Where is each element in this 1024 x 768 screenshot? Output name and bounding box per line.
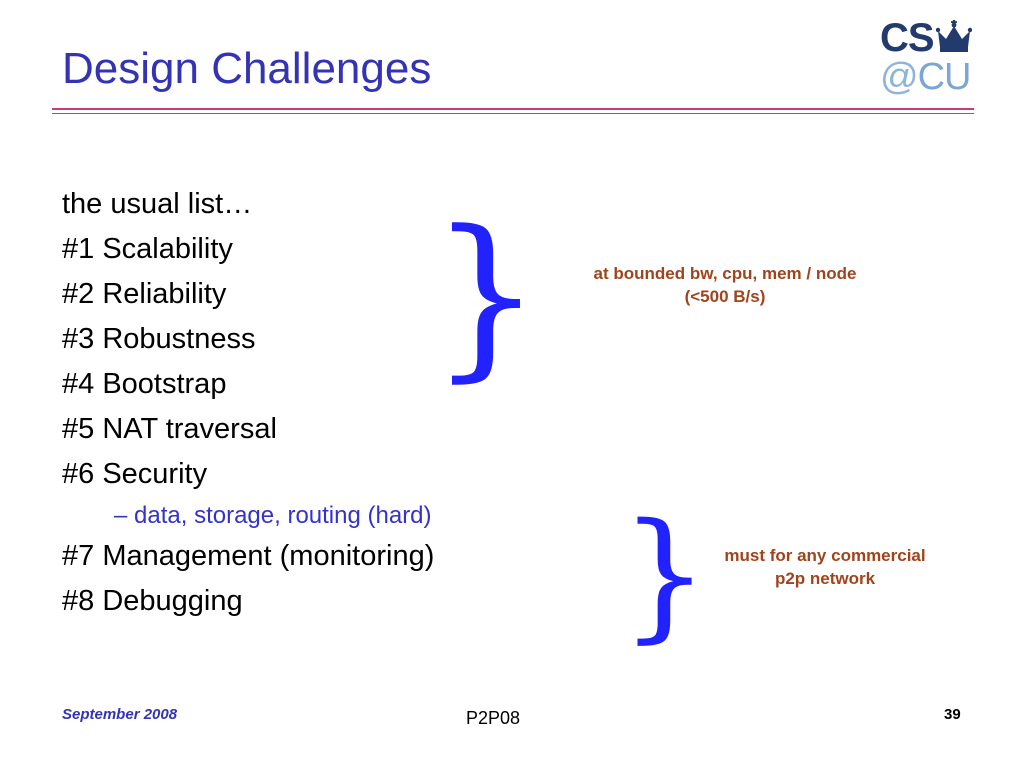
list-item: #5 NAT traversal: [62, 413, 277, 445]
footer-date: September 2008: [62, 706, 178, 723]
note-line: must for any commercial: [724, 546, 926, 565]
note-line: p2p network: [774, 569, 876, 588]
title-underline-thick: [52, 108, 974, 110]
list-item: #7 Management (monitoring): [62, 540, 435, 572]
list-subitem: – data, storage, routing (hard): [114, 502, 432, 529]
list-item: #4 Bootstrap: [62, 368, 227, 400]
slide-title: Design Challenges: [62, 44, 432, 93]
note-line: at bounded bw, cpu, mem / node: [593, 264, 857, 283]
list-item: #1 Scalability: [62, 233, 233, 265]
right-brace-top: }: [430, 193, 542, 398]
logo-at-cu-text: @CU: [880, 56, 972, 99]
crown-icon: [936, 20, 972, 52]
note-commercial: must for any commercial p2p network: [690, 544, 960, 590]
note-line: (<500 B/s): [684, 287, 766, 306]
logo-at-text: @: [880, 56, 919, 98]
note-bounded-resources: at bounded bw, cpu, mem / node (<500 B/s…: [560, 262, 890, 308]
right-brace-bottom: }: [620, 494, 710, 657]
logo-cu-text: CU: [917, 56, 972, 98]
list-item: #8 Debugging: [62, 585, 243, 617]
list-item: #6 Security: [62, 458, 208, 490]
cs-at-cu-logo: CS @CU: [878, 14, 978, 98]
title-underline-thin: [52, 113, 974, 114]
list-item: #3 Robustness: [62, 323, 256, 355]
footer-conference: P2P08: [466, 708, 521, 728]
challenge-list: the usual list… #1 Scalability #2 Reliab…: [62, 182, 434, 624]
list-item: #2 Reliability: [62, 278, 227, 310]
list-intro: the usual list…: [62, 188, 253, 220]
logo-cs-text: CS: [880, 16, 935, 60]
page-number: 39: [944, 706, 961, 723]
